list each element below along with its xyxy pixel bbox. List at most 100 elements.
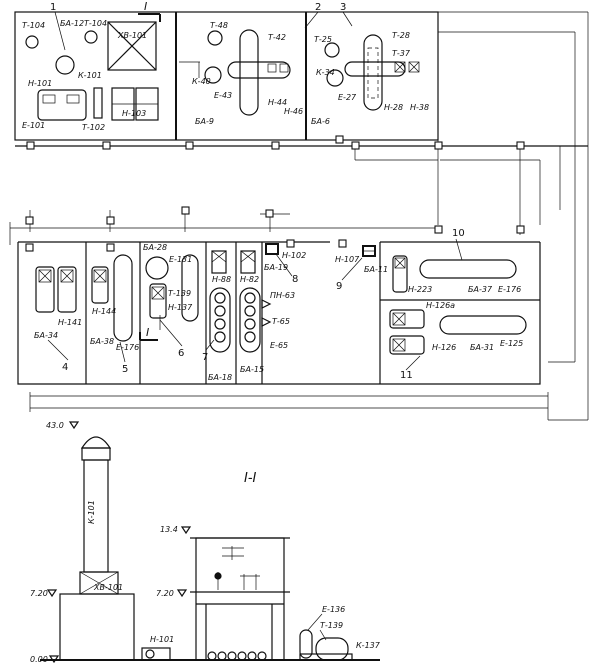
bay-3-equipment — [324, 34, 420, 111]
tank-group-icon — [209, 287, 231, 353]
equipment-label: Е-176 — [498, 285, 521, 294]
tank-icon — [324, 42, 340, 58]
equipment-label: Т-28 — [392, 31, 410, 40]
bay-name: БА-31 — [470, 343, 494, 352]
bay-name: БА-11 — [364, 265, 388, 274]
equipment-label: Т-104 — [84, 19, 107, 28]
section-marker-label: I — [146, 326, 149, 339]
section-labels: К-101 ХВ-101 Н-101 Е-136 Т-139 К-137 — [87, 500, 381, 650]
lower-outline — [17, 242, 541, 385]
bay-9-equipment — [362, 245, 376, 257]
foundation-block — [59, 593, 135, 661]
equipment-label: Т-102 — [82, 123, 105, 132]
bay-5-equipment — [91, 254, 133, 342]
pump-icon — [57, 266, 77, 313]
valve-icon — [265, 243, 279, 255]
column-icon — [326, 69, 344, 87]
callout-7: 7 — [202, 352, 208, 363]
bay-3-labels: БА-6 Т-25 К-34 Е-27 Т-28 Т-37 Н-28 Н-38 — [311, 31, 429, 126]
lower-labels: БА-34 Н-141 БА-38 Н-144 Е-176 БА-28 Е-13… — [34, 243, 523, 382]
bay-name: БА-6 — [311, 117, 330, 126]
equipment-label: ПН-63 — [270, 291, 295, 300]
tank-icon — [25, 35, 39, 49]
vessel-icon — [181, 254, 199, 322]
equipment-label: Н-144 — [92, 307, 116, 316]
equipment-label: Н-102 — [282, 251, 306, 260]
callout-4: 4 — [62, 362, 68, 373]
section-title: I-I — [244, 471, 257, 486]
equipment-label: Т-25 — [314, 35, 332, 44]
bay-name: БА-15 — [240, 365, 264, 374]
bay-6-equipment — [145, 254, 199, 330]
elevation-label: 7.20 — [30, 589, 48, 598]
pump-icon — [389, 335, 425, 355]
equipment-label: К-40 — [192, 77, 211, 86]
equipment-label: Н-141 — [58, 318, 82, 327]
column-markers-lower — [25, 206, 525, 252]
elevation-triangle — [68, 421, 80, 430]
section-view: I-I — [30, 421, 381, 664]
callout-2: 2 — [315, 2, 321, 13]
horizontal-tank-icon — [419, 259, 517, 279]
equipment-label: Е-65 — [270, 341, 288, 350]
equipment-label: Т-48 — [210, 21, 228, 30]
vessel-icon — [344, 61, 406, 77]
pump-icon — [37, 89, 87, 121]
bay-7-equipment — [209, 250, 231, 353]
equipment-label: К-101 — [87, 500, 96, 524]
pump-icon — [392, 255, 408, 293]
pump-n101 — [141, 647, 171, 661]
vessel-icon — [299, 629, 313, 659]
equipment-label: Н-103 — [122, 109, 146, 118]
equipment-label: Е-131 — [169, 255, 192, 264]
equipment-label: Н-46 — [284, 107, 303, 116]
callout-8: 8 — [292, 274, 298, 285]
section-marker-label: I — [144, 0, 147, 13]
process-structure — [190, 537, 290, 661]
tank-group-icon — [239, 287, 261, 353]
equipment-label: Н-126а — [426, 301, 455, 310]
vessel-icon — [239, 29, 259, 116]
equipment-label: К-137 — [356, 641, 381, 650]
equipment-label: ХВ-101 — [93, 583, 123, 592]
equipment-label: Н-137 — [168, 303, 193, 312]
callout-10: 10 — [452, 228, 465, 239]
callout-3: 3 — [340, 2, 346, 13]
callout-6: 6 — [178, 348, 184, 359]
section-cut-marker: I — [138, 0, 161, 22]
column-icon — [55, 55, 75, 75]
bay-11-equipment — [389, 309, 527, 355]
tank-icon — [84, 30, 98, 44]
equipment-label: Н-28 — [384, 103, 403, 112]
bay-name: БА-34 — [34, 331, 58, 340]
elevation-label: 43.0 — [46, 421, 64, 430]
elevation-label: 7.20 — [156, 589, 174, 598]
elevation-triangle — [46, 589, 58, 598]
side-equipment — [299, 629, 353, 661]
tank-icon — [207, 30, 223, 46]
equipment-label: Т-104 — [22, 21, 45, 30]
elevation-triangle — [176, 589, 188, 598]
pump-icon — [91, 266, 109, 304]
upper-plan-block: I 1 2 3 Т-104 Т-104 БА-12 ХВ-101 К-101 Н… — [14, 0, 589, 420]
vessel-icon — [227, 61, 291, 79]
bay-4-equipment — [35, 266, 77, 313]
bay-1-equipment — [25, 21, 159, 121]
equipment-label: Е-101 — [22, 121, 45, 130]
equipment-label: Н-126 — [432, 343, 456, 352]
distillation-column — [79, 436, 119, 595]
equipment-label: Н-44 — [268, 98, 287, 107]
equipment-label: Е-43 — [214, 91, 232, 100]
cooling-tower-icon — [107, 21, 157, 71]
callout-1: 1 — [50, 2, 56, 13]
equipment-label: Н-101 — [28, 79, 52, 88]
bay-name: БА-37 — [468, 285, 493, 294]
equipment-label: Е-27 — [338, 93, 357, 102]
horizontal-tank-icon — [439, 315, 527, 335]
equipment-label: К-101 — [78, 71, 102, 80]
callout-9: 9 — [336, 281, 342, 292]
bay-1-labels: Т-104 Т-104 БА-12 ХВ-101 К-101 Н-101 Т-1… — [22, 19, 147, 132]
equipment-label: Н-88 — [212, 275, 231, 284]
bay-name: БА-38 — [90, 337, 114, 346]
